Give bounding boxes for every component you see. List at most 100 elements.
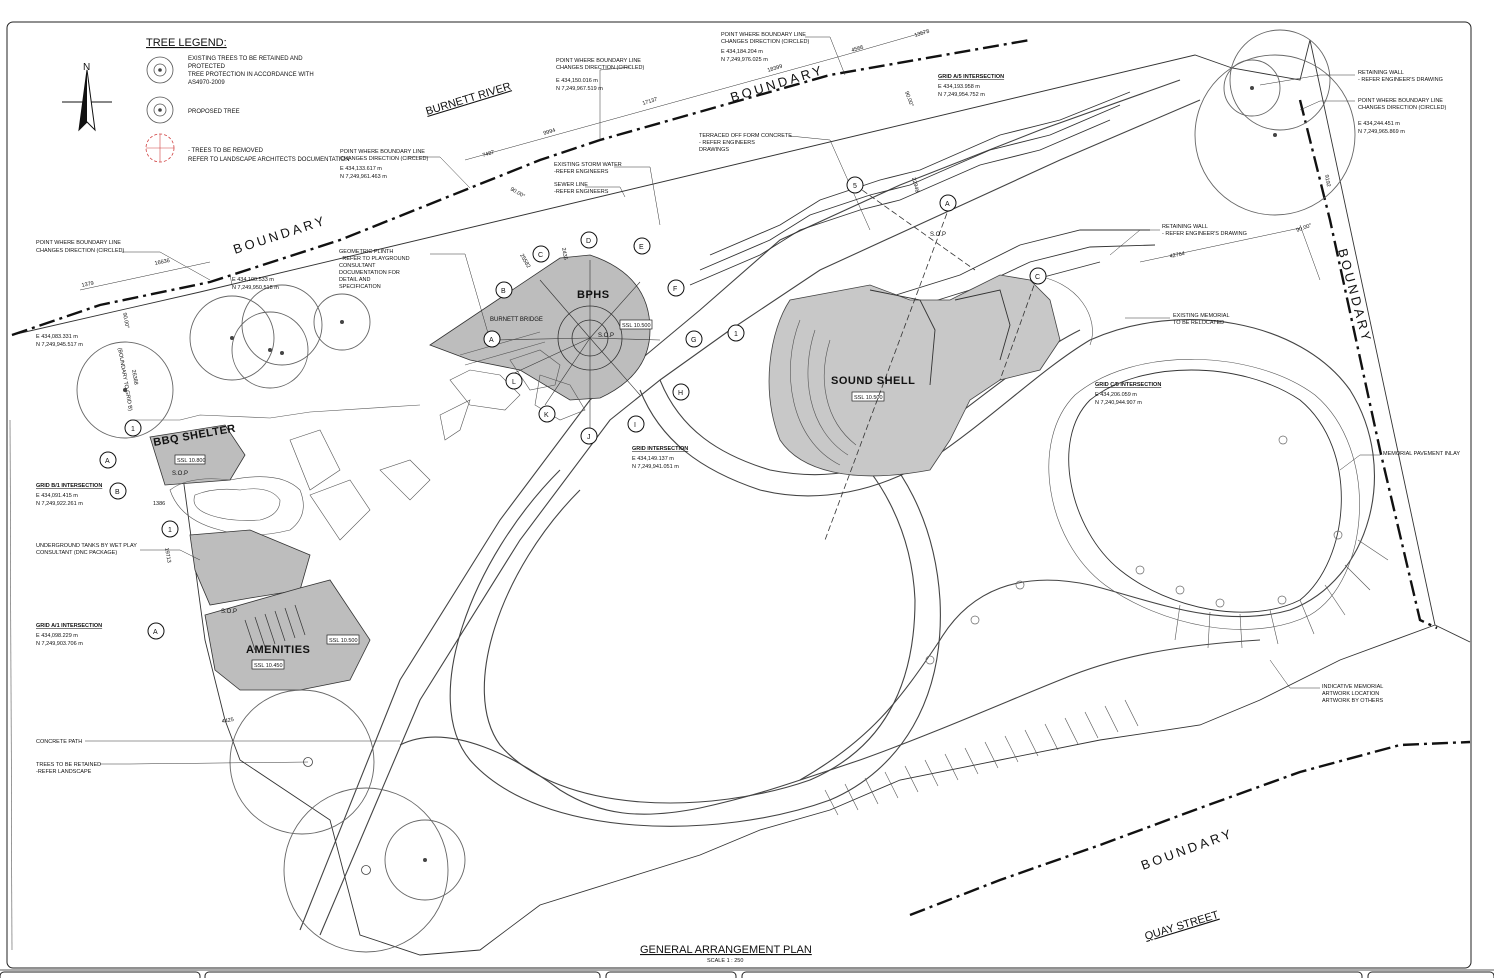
int-b1-title: GRID B/1 INTERSECTION: [36, 483, 102, 489]
ssl-sound-shell: SSL 10.500: [854, 395, 883, 401]
site-outline: [11, 39, 1471, 643]
north-label: N: [83, 62, 90, 73]
north-arrow-icon: [62, 69, 112, 132]
dim-90a: 90.00°: [121, 312, 130, 329]
sop-label-bphs: S.O.P: [598, 333, 614, 339]
loop-path: [639, 319, 1375, 781]
int-b1-e: E 434,091.415 m: [36, 493, 78, 499]
legend-retained-line4: AS4970-2009: [188, 80, 225, 86]
sound-shell-area: [768, 274, 1061, 477]
note-pt2-e: E 434,100.533 m: [232, 277, 274, 283]
note-pt6-l1: POINT WHERE BOUNDARY LINE: [1358, 98, 1443, 104]
note-trees-l2: -REFER LANDSCAPE: [36, 769, 92, 775]
note-pt3-e: E 434,133.617 m: [340, 166, 382, 172]
legend-retained-line2: PROTECTED: [188, 64, 226, 70]
amenities-ssl-box-a: [326, 634, 360, 645]
oval-path-outer: [449, 429, 941, 827]
note-geo-l2: - REFER TO PLAYGROUND: [339, 256, 410, 262]
grid-i: I: [634, 422, 636, 429]
grid-e: E: [639, 244, 644, 251]
title-block-cell: [741, 971, 1363, 978]
memorial-oval-rim: [1048, 359, 1360, 630]
note-pave: MEMORIAL PAVEMENT INLAY: [1383, 451, 1460, 457]
grid-bubbles: [99, 176, 1047, 640]
sound-shell-stage: [869, 289, 1011, 386]
note-geo-l6: SPECIFICATION: [339, 284, 381, 290]
note-pt6-e: E 434,244.451 m: [1358, 121, 1400, 127]
int-c5-e: E 434,206.059 m: [1095, 392, 1137, 398]
grid-c: C: [538, 252, 543, 259]
int-a1-title: GRID A/1 INTERSECTION: [36, 623, 102, 629]
int-a1-e: E 434,098.229 m: [36, 633, 78, 639]
dim-26388: 26388: [130, 369, 139, 385]
grid-a-bbq: A: [105, 458, 110, 465]
sop-label-shell: S.O.P: [930, 232, 946, 238]
dim-19713: 19713: [163, 547, 172, 563]
note-sewer-l1: SEWER LINE: [554, 182, 588, 188]
dim-90d: 90.00°: [1296, 223, 1313, 234]
note-terr-l2: - REFER ENGINEERS: [699, 140, 755, 146]
grid-line-5: [854, 184, 976, 271]
play-area-mounds: [449, 349, 586, 421]
grid-g: G: [691, 337, 696, 344]
ssl-bbq: SSL 10.800: [177, 458, 206, 464]
burnett-river-label: BURNETT RIVER: [424, 81, 512, 118]
bphs-spokes: [494, 260, 661, 430]
legend-removed-line2: REFER TO LANDSCAPE ARCHITECTS DOCUMENTAT…: [188, 157, 350, 163]
grid-f: F: [673, 286, 677, 293]
title-block-cell: [204, 971, 601, 978]
southern-path: [399, 639, 1261, 815]
note-conc: CONCRETE PATH: [36, 739, 82, 745]
amenities-ssl-box-b: [251, 659, 285, 670]
note-art-l2: ARTWORK LOCATION: [1322, 691, 1379, 697]
note-ret1-l2: - REFER ENGINEER'S DRAWING: [1358, 77, 1443, 83]
dim-90b: 90.00°: [509, 187, 526, 200]
dim-1386: 1386: [153, 501, 165, 507]
dim-13578: 13578: [914, 29, 930, 39]
dim-42764: 42764: [1169, 251, 1185, 260]
parking-bays: [824, 699, 1139, 816]
boundary-label-s: BOUNDARY: [1139, 825, 1236, 872]
main-diagonal-path: [299, 79, 1181, 931]
sound-shell-ssl-box: [851, 391, 885, 402]
bbq-pathway: [169, 476, 304, 536]
note-pt4-l1: POINT WHERE BOUNDARY LINE: [556, 58, 641, 64]
oval-path-inner: [483, 444, 916, 804]
grid-a-shell: A: [945, 201, 950, 208]
tree-legend-title: TREE LEGEND:: [146, 37, 227, 49]
legend-proposed-tree-icon-core: [158, 108, 162, 112]
boundary-line-north: [11, 38, 1031, 337]
note-terr-l1: TERRACED OFF FORM CONCRETE: [699, 133, 792, 139]
note-art-l3: ARTWORK BY OTHERS: [1322, 698, 1384, 704]
wet-play-area: [189, 529, 311, 606]
legend-retained-tree-icon: [146, 56, 174, 84]
bphs-ssl-box: [619, 319, 653, 330]
note-ret1-l1: RETAINING WALL: [1358, 70, 1404, 76]
note-geo-l5: DETAIL AND: [339, 277, 371, 283]
note-storm-l1: EXISTING STORM WATER: [554, 162, 622, 168]
note-pt3-l2: CHANGES DIRECTION (CIRCLED): [340, 156, 428, 162]
grid-d: D: [586, 238, 591, 245]
dim-18399: 18399: [767, 64, 783, 74]
grid-1-amen: 1: [168, 527, 172, 534]
note-pt4-e: E 434,150.016 m: [556, 78, 598, 84]
dim-1379: 1379: [81, 281, 94, 289]
int-c5-n: N 7,240,944.907 m: [1095, 400, 1142, 406]
note-pt5-l1: POINT WHERE BOUNDARY LINE: [721, 32, 806, 38]
note-geo-l3: CONSULTANT: [339, 263, 376, 269]
legend-retained-tree-icon-ring: [153, 63, 167, 77]
boundary-label-nw: BOUNDARY: [231, 212, 328, 256]
bphs-label: BPHS: [577, 289, 610, 301]
note-art-l1: INDICATIVE MEMORIAL: [1322, 684, 1383, 690]
quay-street-label: QUAY STREET: [1143, 909, 1220, 943]
legend-proposed-tree-icon-ring: [153, 103, 167, 117]
bbq-ssl-box: [174, 454, 206, 465]
dim-4425: 4425: [221, 717, 234, 725]
legend-retained-line1: EXISTING TREES TO BE RETAINED AND: [188, 56, 303, 62]
grid-a: A: [489, 337, 494, 344]
grid-1-bbq: 1: [131, 426, 135, 433]
proposed-trees: [303, 757, 371, 875]
boundary-to-grid-label: (BOUNDARY TO GRID B): [116, 347, 133, 411]
note-pt3-n: N 7,249,961.463 m: [340, 174, 387, 180]
